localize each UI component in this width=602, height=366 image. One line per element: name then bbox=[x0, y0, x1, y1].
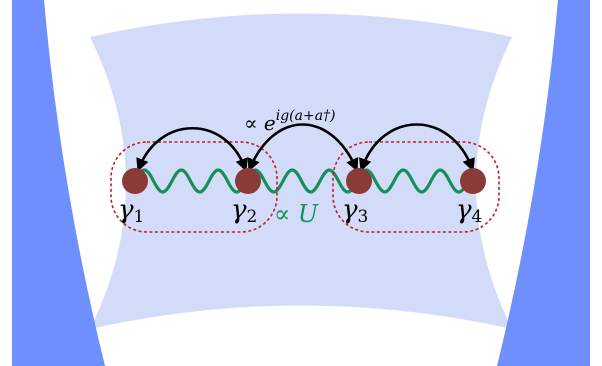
hopping-label-prefix: ∝ e bbox=[244, 111, 276, 135]
site-2 bbox=[235, 168, 261, 194]
site-label-index: 4 bbox=[472, 207, 483, 227]
site-label-index: 1 bbox=[134, 207, 145, 227]
interaction-wave bbox=[133, 168, 474, 194]
site-label-symbol: γ bbox=[342, 195, 358, 225]
interaction-label: ∝ U bbox=[274, 200, 319, 228]
hopping-arrow-2-3 bbox=[247, 123, 359, 172]
right-mirror bbox=[497, 0, 590, 366]
site-label-2: γ2 bbox=[231, 195, 257, 227]
site-3 bbox=[346, 168, 372, 194]
site-label-1: γ1 bbox=[118, 195, 144, 227]
hopping-label-exponent: ig(a+a†) bbox=[276, 108, 336, 124]
hopping-label: ∝ eig(a+a†) bbox=[244, 108, 336, 135]
site-label-symbol: γ bbox=[231, 195, 247, 225]
site-1 bbox=[122, 168, 148, 194]
site-label-symbol: γ bbox=[118, 195, 134, 225]
interaction-label-prefix: ∝ bbox=[274, 200, 298, 228]
hopping-arrow-3-4 bbox=[358, 123, 475, 172]
hopping-arrow-1-2 bbox=[136, 126, 248, 172]
pair-outline-right bbox=[332, 141, 500, 233]
pair-outline-left bbox=[110, 141, 278, 233]
cavity-mode-region bbox=[90, 13, 512, 329]
left-mirror bbox=[12, 0, 105, 366]
site-label-index: 3 bbox=[358, 207, 369, 227]
site-4 bbox=[460, 168, 486, 194]
site-label-symbol: γ bbox=[456, 195, 472, 225]
site-label-4: γ4 bbox=[456, 195, 482, 227]
site-label-index: 2 bbox=[247, 207, 258, 227]
interaction-label-symbol: U bbox=[298, 200, 319, 228]
site-label-3: γ3 bbox=[342, 195, 368, 227]
